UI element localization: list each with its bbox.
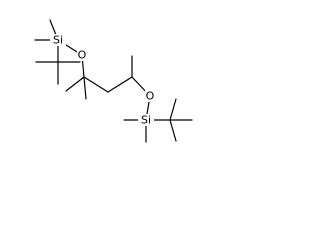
atom-si1: Si (50, 34, 66, 47)
bond-c2-c3 (83, 76, 109, 93)
atom-o1: O (77, 49, 87, 62)
bond-c2-methyl-a (65, 76, 85, 92)
bond-tbu2-methyl-a (169, 98, 177, 121)
atom-label-si2: Si (141, 114, 151, 127)
atom-label-o2: O (146, 90, 155, 103)
atom-label-si1: Si (53, 34, 63, 47)
chemical-structure: Si O O Si (34, 19, 193, 143)
bond-c2-methyl-b (83, 76, 87, 100)
bond-tbu2-methyl-c (169, 119, 177, 142)
bond-c3-c4 (107, 76, 133, 93)
atom-si2: Si (138, 114, 154, 127)
atom-label-o1: O (78, 49, 87, 62)
atom-label-layer: Si O O Si (50, 34, 155, 127)
atom-o2: O (145, 90, 155, 103)
